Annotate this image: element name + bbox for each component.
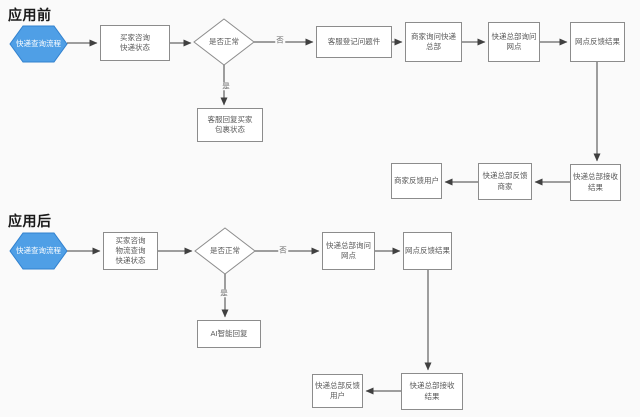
merchant-feedback-user: 商家反馈用户 xyxy=(391,163,442,199)
start-after-shape xyxy=(9,232,68,270)
edge-branch-label: 是 xyxy=(219,288,229,298)
start-after: 快递查询流程 xyxy=(10,233,67,269)
node-label: 网点 xyxy=(506,42,522,51)
node-label: 客服回复买家 xyxy=(207,114,253,124)
node-label: 买家咨询 xyxy=(115,235,146,245)
hq-receive-after: 快递总部接收结果 xyxy=(401,373,463,410)
branch-feedback-before: 网点反馈结果 xyxy=(570,22,625,62)
section-title-before: 应用前 xyxy=(8,7,52,23)
node-label: 买家咨询 xyxy=(120,32,150,42)
node-label: 网点反馈结果 xyxy=(405,245,450,255)
hq-ask-branch-before: 快递总部询问网点 xyxy=(488,22,540,62)
buyer-inquiry-before: 买家咨询快递状态 xyxy=(100,25,170,61)
node-label: 是否正常 xyxy=(210,245,240,255)
decision-before: 是否正常 xyxy=(194,19,254,65)
node-label: 商家反馈用户 xyxy=(394,175,439,185)
branch-feedback-after: 网点反馈结果 xyxy=(403,232,452,270)
decision-after: 是否正常 xyxy=(195,228,255,274)
merchant-ask-hq: 商家询问快递总部 xyxy=(405,22,462,62)
node-label: 快递总部反馈 xyxy=(482,171,528,181)
node-label: 快递查询流程 xyxy=(16,38,61,48)
node-label: 商家 xyxy=(497,181,513,191)
cs-reply-buyer-status: 客服回复买家包裹状态 xyxy=(197,108,263,142)
start-before-shape xyxy=(9,25,68,63)
node-label: 总部 xyxy=(426,42,441,51)
node-label: 快递总部询问 xyxy=(491,31,537,41)
node-label: 快递状态 xyxy=(120,43,150,52)
buyer-inquiry-after: 买家咨询物流查询快递状态 xyxy=(103,232,158,270)
node-label: 结果 xyxy=(588,182,603,192)
hq-ask-branch-after: 快递总部询问网点 xyxy=(322,232,375,270)
node-label: 包裹状态 xyxy=(215,125,245,134)
node-label: 快递总部反馈 xyxy=(315,380,360,390)
node-label: 网点 xyxy=(341,251,356,260)
hq-receive-before: 快递总部接收结果 xyxy=(570,164,621,201)
node-label: 快递查询流程 xyxy=(16,245,61,255)
edge-branch-label: 否 xyxy=(278,245,288,255)
node-label: 快递总部接收 xyxy=(573,172,618,182)
node-label: 物流查询 xyxy=(115,245,146,255)
node-label: 快递总部询问 xyxy=(326,240,371,250)
edge-branch-label: 是 xyxy=(221,81,231,91)
node-label: 结果 xyxy=(424,391,440,401)
edge-branch-label: 否 xyxy=(275,35,285,45)
node-label: 用户 xyxy=(330,391,345,400)
node-label: 快递总部接收 xyxy=(409,381,455,391)
ai-smart-reply: AI智能回复 xyxy=(197,320,261,348)
hq-feedback-user: 快递总部反馈用户 xyxy=(312,374,363,408)
node-label: AI智能回复 xyxy=(210,328,248,338)
section-title-after: 应用后 xyxy=(8,213,52,229)
node-label: 网点反馈结果 xyxy=(575,36,620,46)
register-problem-item: 客服登记问题件 xyxy=(316,26,392,58)
node-label: 商家询问快递 xyxy=(411,31,456,41)
node-label: 快递状态 xyxy=(115,256,146,266)
node-label: 是否正常 xyxy=(209,36,239,46)
start-before: 快递查询流程 xyxy=(10,26,67,62)
hq-feedback-merchant: 快递总部反馈商家 xyxy=(478,163,532,200)
node-label: 客服登记问题件 xyxy=(327,36,381,46)
